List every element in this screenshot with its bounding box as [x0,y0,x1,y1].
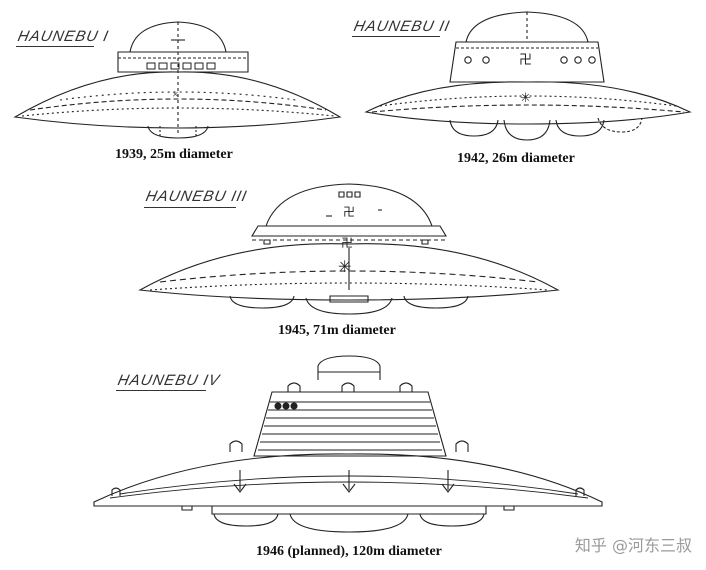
svg-text:卍: 卍 [343,205,355,219]
title-underline [116,390,206,391]
svg-text:卍: 卍 [341,236,353,250]
figure-caption: 1946 (planned), 120m diameter [256,544,442,559]
title-underline [352,36,440,37]
watermark: 知乎 @河东三叔 [574,536,692,555]
figure-caption: 1939, 25m diameter [115,147,233,162]
svg-text:✳: ✳ [338,259,351,276]
figure-caption: 1942, 26m diameter [457,151,575,166]
title-underline [144,207,236,208]
svg-text:卍: 卍 [519,52,532,67]
svg-text:×: × [172,87,179,101]
svg-text:✳: ✳ [520,90,531,105]
title-underline [16,46,94,47]
figure-caption: 1945, 71m diameter [278,323,396,338]
